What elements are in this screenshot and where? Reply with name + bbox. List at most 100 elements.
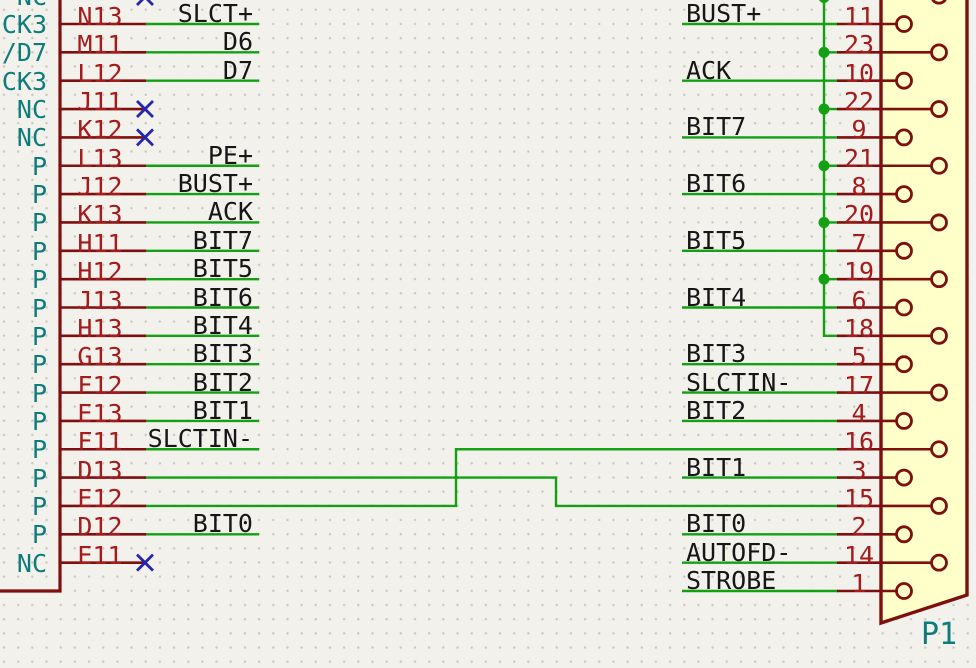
pin-number: M11 bbox=[77, 30, 123, 60]
pin-name: P bbox=[31, 151, 47, 181]
net-label[interactable]: BIT5 bbox=[192, 254, 253, 284]
pin-name: NC bbox=[17, 0, 47, 9]
pin-circle[interactable] bbox=[930, 383, 948, 402]
pin-number: 1 bbox=[851, 569, 867, 598]
net-label[interactable]: STROBE bbox=[686, 566, 777, 595]
pin-number: 22 bbox=[843, 87, 875, 117]
net-label[interactable]: BIT0 bbox=[192, 509, 253, 539]
pin-name: /D7 bbox=[1, 38, 47, 68]
pin-name: P bbox=[31, 435, 47, 465]
pin-number: G13 bbox=[77, 342, 123, 372]
pin-name: CK3 bbox=[1, 66, 47, 96]
pin-circle[interactable] bbox=[930, 43, 948, 62]
pin-name: NC bbox=[16, 95, 47, 125]
no-connect-icon[interactable] bbox=[136, 0, 154, 6]
net-label[interactable]: AUTOFD- bbox=[686, 537, 792, 567]
net-label[interactable]: BIT2 bbox=[686, 395, 747, 425]
pin-circle[interactable] bbox=[930, 497, 948, 515]
pin-number: L13 bbox=[77, 143, 123, 173]
pin-number: 21 bbox=[843, 143, 875, 173]
pin-circle[interactable] bbox=[895, 525, 913, 544]
net-label[interactable]: PE+ bbox=[207, 140, 253, 170]
wire[interactable] bbox=[146, 476, 838, 508]
pin-circle[interactable] bbox=[930, 326, 948, 345]
pin-circle[interactable] bbox=[895, 411, 913, 430]
pin-name: P bbox=[31, 491, 47, 521]
net-label[interactable]: BIT0 bbox=[686, 509, 747, 539]
net-label[interactable]: SLCT+ bbox=[177, 0, 253, 28]
pin-name: NC bbox=[16, 548, 47, 578]
net-label[interactable]: BUST+ bbox=[177, 169, 253, 199]
pin-circle[interactable] bbox=[895, 582, 913, 600]
net-label[interactable]: BIT3 bbox=[192, 339, 253, 369]
pin-number: 20 bbox=[843, 200, 875, 230]
net-label[interactable]: BIT1 bbox=[192, 395, 253, 425]
pin-number: 8 bbox=[851, 172, 867, 202]
net-label[interactable]: BIT6 bbox=[192, 282, 253, 312]
net-label[interactable]: SLCTIN- bbox=[147, 424, 253, 454]
pin-name: P bbox=[31, 463, 47, 493]
junction-dot bbox=[819, 0, 829, 3]
pin-circle[interactable] bbox=[930, 270, 948, 289]
pin-circle[interactable] bbox=[895, 185, 913, 204]
pin-number: 17 bbox=[843, 370, 875, 400]
pin-name: P bbox=[31, 293, 47, 323]
pin-number: J12 bbox=[77, 172, 123, 202]
junction-dot bbox=[818, 160, 830, 172]
net-label[interactable]: BIT5 bbox=[686, 225, 747, 255]
net-label[interactable]: D6 bbox=[222, 27, 253, 57]
pin-number: K12 bbox=[77, 115, 123, 145]
pin-circle[interactable] bbox=[895, 15, 913, 33]
net-label[interactable]: BIT2 bbox=[192, 367, 253, 397]
no-connect-icon[interactable] bbox=[136, 128, 154, 147]
pin-number: 4 bbox=[851, 398, 867, 428]
connector-reference[interactable]: P1 bbox=[921, 617, 958, 652]
net-label[interactable]: BUST+ bbox=[686, 0, 762, 28]
pin-circle[interactable] bbox=[895, 128, 913, 147]
net-label[interactable]: BIT1 bbox=[686, 452, 747, 482]
net-label[interactable]: ACK bbox=[686, 55, 732, 85]
pin-number: 23 bbox=[843, 30, 875, 60]
pin-number: 15 bbox=[843, 483, 875, 513]
pin-number: L12 bbox=[77, 58, 123, 88]
pin-number: H11 bbox=[77, 228, 123, 258]
pin-circle[interactable] bbox=[930, 213, 948, 232]
junction-dot bbox=[818, 216, 830, 228]
net-label[interactable]: BIT6 bbox=[686, 169, 747, 199]
pin-circle[interactable] bbox=[895, 241, 913, 260]
no-connect-icon[interactable] bbox=[136, 553, 154, 572]
net-label[interactable]: BIT7 bbox=[192, 225, 253, 255]
net-label[interactable]: BIT7 bbox=[686, 112, 747, 142]
junction-dot bbox=[818, 46, 830, 58]
pin-circle[interactable] bbox=[930, 440, 948, 459]
pin-number: J11 bbox=[77, 87, 123, 117]
pin-circle[interactable] bbox=[930, 100, 948, 118]
net-label[interactable]: SLCTIN- bbox=[686, 367, 792, 397]
pin-circle[interactable] bbox=[895, 468, 913, 487]
connector-body[interactable] bbox=[879, 0, 969, 626]
net-label[interactable]: ACK bbox=[207, 197, 253, 227]
pin-number: 6 bbox=[851, 285, 867, 315]
pin-circle[interactable] bbox=[930, 553, 948, 572]
pin-circle[interactable] bbox=[895, 355, 913, 374]
net-label[interactable]: BIT4 bbox=[192, 310, 253, 340]
pin-number: E13 bbox=[77, 398, 123, 428]
no-connect-icon[interactable] bbox=[136, 100, 154, 119]
net-label[interactable]: BIT3 bbox=[686, 339, 747, 369]
pin-number: 11 bbox=[843, 2, 875, 31]
pin-circle[interactable] bbox=[930, 156, 948, 175]
net-label[interactable]: D7 bbox=[222, 55, 253, 85]
net-label[interactable]: BIT4 bbox=[686, 282, 747, 312]
pin-number: E12 bbox=[77, 483, 123, 513]
pin-circle[interactable] bbox=[931, 0, 947, 5]
pin-name: P bbox=[31, 208, 47, 238]
pin-number: D13 bbox=[77, 455, 123, 485]
junction-dot bbox=[818, 103, 830, 115]
pin-name: P bbox=[31, 378, 47, 408]
pin-number: 7 bbox=[851, 228, 867, 258]
pin-circle[interactable] bbox=[895, 298, 913, 317]
pin-circle[interactable] bbox=[895, 71, 913, 90]
pin-number: 2 bbox=[851, 512, 867, 542]
